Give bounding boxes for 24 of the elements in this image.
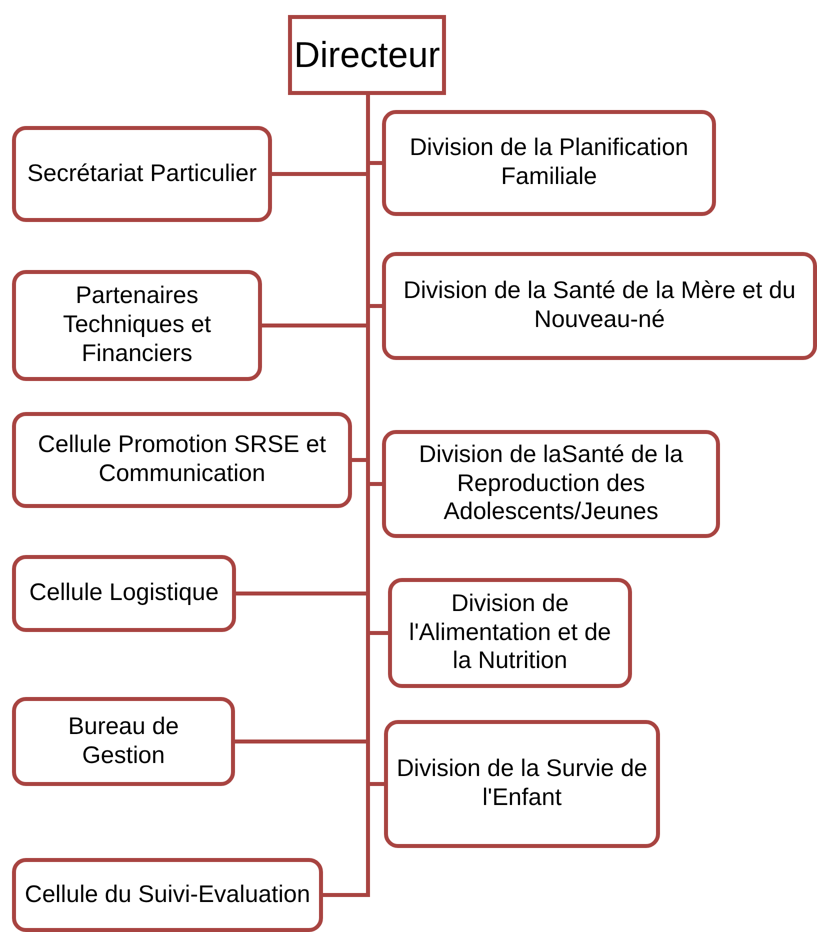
unit-box — [12, 270, 262, 381]
unit-name: Division de la Planification Familiale — [408, 134, 690, 192]
unit-box — [12, 858, 323, 932]
unit-box — [388, 578, 632, 688]
unit-box — [382, 110, 716, 216]
unit-box — [12, 412, 352, 508]
unit-name: Secrétariat Particulier — [27, 160, 257, 188]
unit-name: Directeur — [294, 33, 440, 77]
unit-box — [382, 252, 817, 360]
unit-name: Cellule du Suivi-Evaluation — [24, 880, 310, 910]
unit-box — [384, 720, 660, 848]
unit-name: Division de laSanté de la Reproduction des Adolescents/Jeunes — [418, 440, 684, 528]
unit-box — [382, 430, 720, 538]
unit-name: Division de l'Alimentation et de la Nutrition — [408, 590, 612, 676]
unit-name: Cellule Promotion SRSE et Communication — [36, 431, 328, 489]
unit-box — [12, 126, 272, 222]
unit-name: Division de la Santé de la Mère et du Nouveau-né — [402, 277, 797, 335]
director-box — [288, 15, 446, 95]
unit-name: Cellule Logistique — [29, 579, 219, 608]
unit-box — [12, 697, 235, 786]
unit-name: Partenaires Techniques et Financiers — [62, 282, 212, 369]
unit-box — [12, 555, 236, 632]
unit-name: Bureau de Gestion — [67, 712, 180, 770]
unit-name: Division de la Survie de l'Enfant — [396, 755, 648, 813]
